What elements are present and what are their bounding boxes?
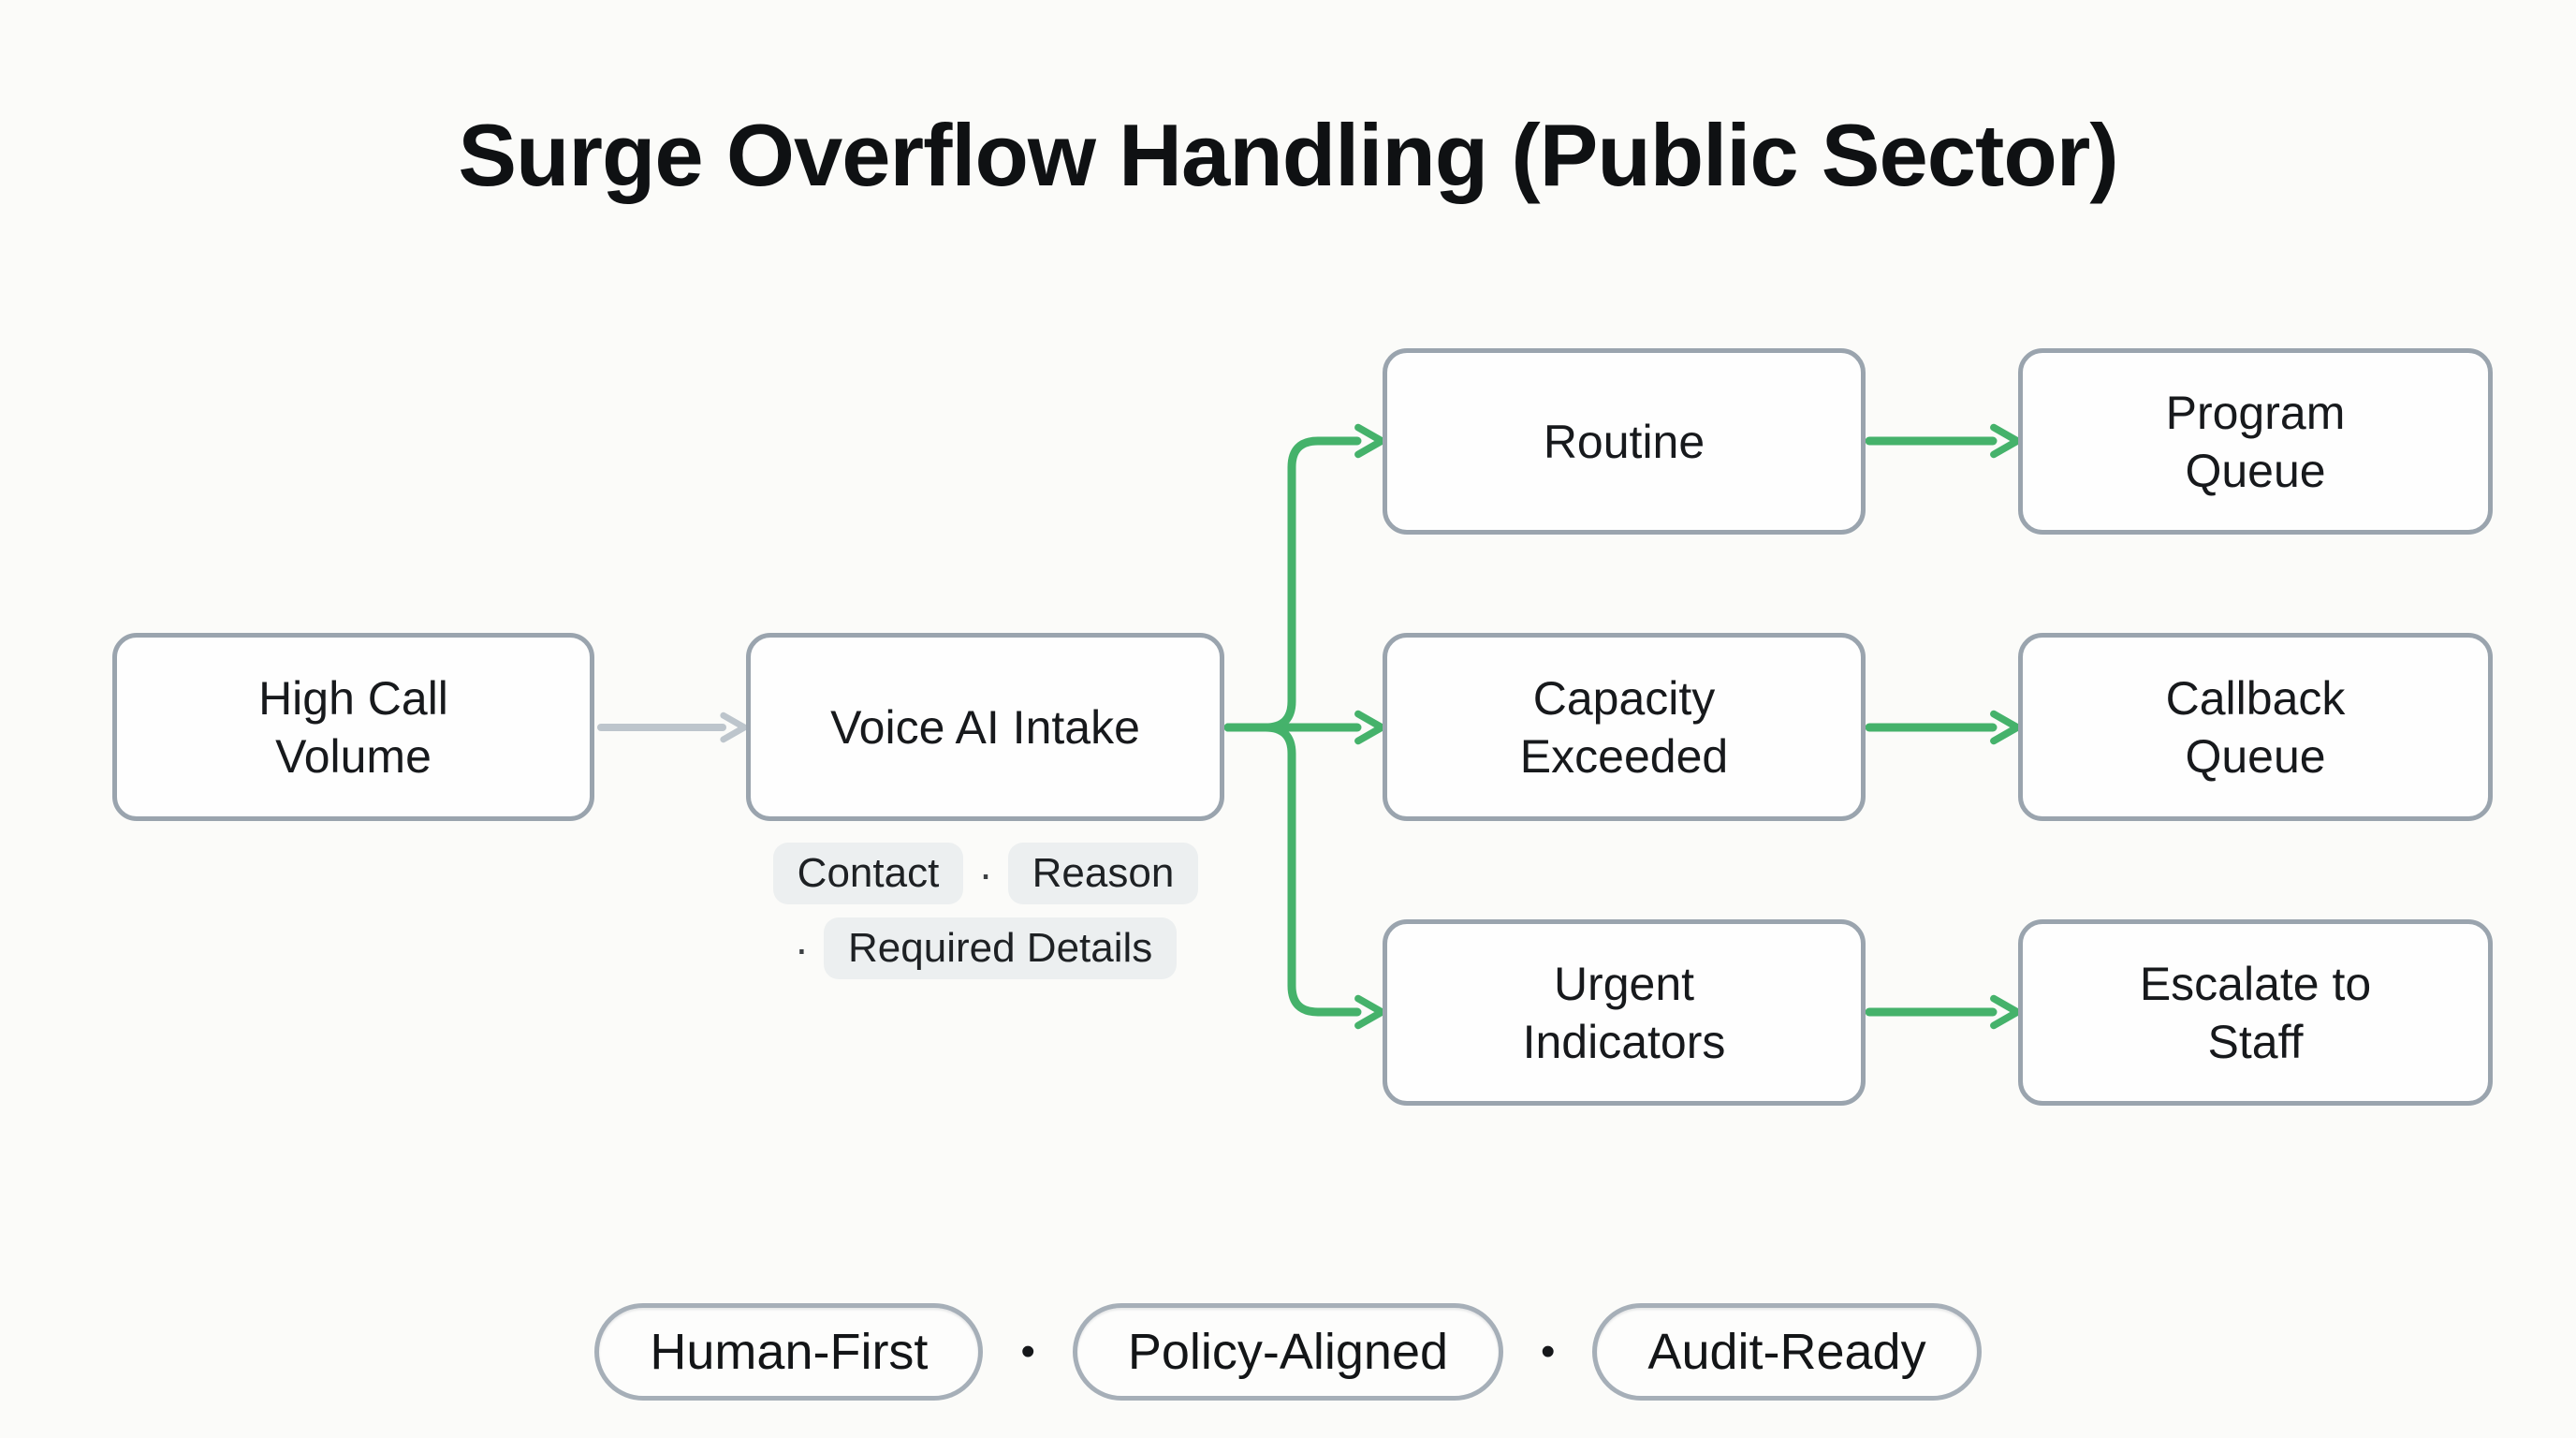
node-routine: Routine xyxy=(1383,348,1866,535)
tag-contact: Contact xyxy=(772,843,964,904)
badge-audit-ready: Audit-Ready xyxy=(1592,1303,1982,1401)
node-label: Voice AI Intake xyxy=(830,700,1140,754)
node-high-call-volume: High Call Volume xyxy=(112,633,594,821)
footer-badges: Human-First • Policy-Aligned • Audit-Rea… xyxy=(0,1303,2576,1401)
tag-separator: · xyxy=(794,924,810,973)
node-label: Escalate to Staff xyxy=(2139,957,2372,1068)
badge-separator: • xyxy=(1020,1328,1035,1374)
node-urgent-indicators: Urgent Indicators xyxy=(1383,919,1866,1106)
node-callback-queue: Callback Queue xyxy=(2018,633,2493,821)
node-voice-ai-intake: Voice AI Intake xyxy=(746,633,1224,821)
badge-human-first: Human-First xyxy=(594,1303,984,1401)
node-capacity-exceeded: Capacity Exceeded xyxy=(1383,633,1866,821)
node-label: High Call Volume xyxy=(258,671,448,783)
diagram-title: Surge Overflow Handling (Public Sector) xyxy=(458,106,2118,204)
node-label: Urgent Indicators xyxy=(1522,957,1726,1068)
intake-tags: Contact · Reason · Required Details xyxy=(761,843,1210,979)
node-label: Callback Queue xyxy=(2165,671,2346,783)
edge-voice-ai-intake-to-routine xyxy=(1223,423,1385,732)
node-label: Capacity Exceeded xyxy=(1519,671,1729,783)
tag-separator: · xyxy=(978,849,993,898)
node-escalate-to-staff: Escalate to Staff xyxy=(2018,919,2493,1106)
node-label: Routine xyxy=(1543,415,1705,468)
edge-voice-ai-intake-to-urgent-indicators xyxy=(1223,723,1385,1030)
tag-required-details: Required Details xyxy=(824,917,1178,979)
node-label: Program Queue xyxy=(2165,386,2346,497)
badge-policy-aligned: Policy-Aligned xyxy=(1072,1303,1504,1401)
tag-reason: Reason xyxy=(1007,843,1199,904)
badge-separator: • xyxy=(1541,1328,1556,1374)
node-program-queue: Program Queue xyxy=(2018,348,2493,535)
